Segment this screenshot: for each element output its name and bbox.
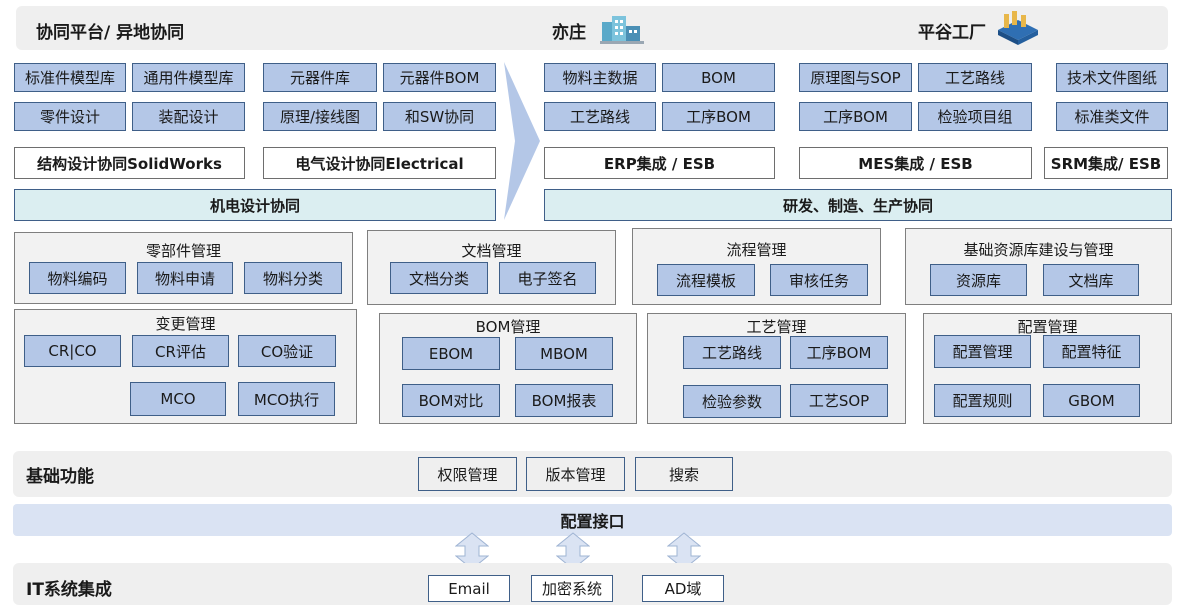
flow-item: 流程模板 <box>657 264 755 296</box>
flow-arrow-icon <box>503 62 541 220</box>
erp-item: 物料主数据 <box>544 63 656 92</box>
site-pinggu-label: 平谷工厂 <box>918 23 986 43</box>
process-item: 检验参数 <box>683 385 781 418</box>
group-title: 配置管理 <box>1017 318 1078 336</box>
config-item: 配置管理 <box>934 335 1031 368</box>
mech-item: 零件设计 <box>14 102 126 131</box>
mes-item: 原理图与SOP <box>799 63 912 92</box>
bom-item: MBOM <box>515 337 613 370</box>
mes-item: 工艺路线 <box>918 63 1032 92</box>
group-title: 工艺管理 <box>746 318 807 336</box>
search: 搜索 <box>635 457 733 491</box>
mech-item: 通用件模型库 <box>132 63 245 92</box>
permission-management: 权限管理 <box>418 457 517 491</box>
process-item: 工艺SOP <box>790 384 888 417</box>
group-title: 文档管理 <box>461 242 522 260</box>
config-item: 配置规则 <box>934 384 1031 417</box>
parts-item: 物料申请 <box>137 262 233 294</box>
docs-item: 文档分类 <box>390 262 488 294</box>
change-item: MCO <box>130 382 226 416</box>
erp-item: 工序BOM <box>662 102 775 131</box>
elec-item: 和SW协同 <box>383 102 496 131</box>
mech-elec-collab: 机电设计协同 <box>14 189 496 221</box>
change-item: CO验证 <box>238 335 336 367</box>
docs-item: 电子签名 <box>499 262 596 294</box>
change-item: CR|CO <box>24 335 121 367</box>
platform-title: 协同平台/ 异地协同 <box>36 23 185 43</box>
mes-item: 检验项目组 <box>918 102 1032 131</box>
encryption-system: 加密系统 <box>531 575 613 602</box>
srm-item: 标准类文件 <box>1056 102 1168 131</box>
srm-item: 技术文件图纸 <box>1056 63 1168 92</box>
resource-item: 文档库 <box>1043 264 1139 296</box>
group-title: BOM管理 <box>475 318 541 336</box>
parts-item: 物料分类 <box>244 262 342 294</box>
electrical-collab: 电气设计协同Electrical <box>263 147 496 179</box>
flow-item: 审核任务 <box>770 264 868 296</box>
group-title: 基础资源库建设与管理 <box>963 241 1114 259</box>
bom-item: BOM报表 <box>515 384 613 417</box>
process-item: 工艺路线 <box>683 336 781 369</box>
base-functions-title: 基础功能 <box>26 467 94 487</box>
process-item: 工序BOM <box>790 336 888 369</box>
header-band <box>16 6 1168 50</box>
group-title: 流程管理 <box>726 241 787 259</box>
elec-item: 元器件BOM <box>383 63 496 92</box>
site-yizhuang-label: 亦庄 <box>552 23 586 43</box>
it-integration-title: IT系统集成 <box>26 580 112 600</box>
mes-item: 工序BOM <box>799 102 912 131</box>
rd-manufacturing-collab: 研发、制造、生产协同 <box>544 189 1172 221</box>
ad-domain: AD域 <box>642 575 724 602</box>
parts-item: 物料编码 <box>29 262 126 294</box>
erp-integration: ERP集成 / ESB <box>544 147 775 179</box>
solidworks-collab: 结构设计协同SolidWorks <box>14 147 245 179</box>
erp-item: BOM <box>662 63 775 92</box>
resource-item: 资源库 <box>930 264 1027 296</box>
group-title: 变更管理 <box>155 315 216 333</box>
srm-integration: SRM集成/ ESB <box>1044 147 1168 179</box>
config-interface-bar: 配置接口 <box>13 504 1172 536</box>
elec-item: 元器件库 <box>263 63 377 92</box>
config-item: GBOM <box>1043 384 1140 417</box>
bom-item: BOM对比 <box>402 384 500 417</box>
mes-integration: MES集成 / ESB <box>799 147 1032 179</box>
mech-item: 装配设计 <box>132 102 245 131</box>
config-item: 配置特征 <box>1043 335 1140 368</box>
email-system: Email <box>428 575 510 602</box>
erp-item: 工艺路线 <box>544 102 656 131</box>
change-item: MCO执行 <box>238 382 335 416</box>
building-icon <box>600 12 644 44</box>
factory-icon <box>994 10 1042 46</box>
elec-item: 原理/接线图 <box>263 102 377 131</box>
change-item: CR评估 <box>132 335 229 367</box>
group-title: 零部件管理 <box>145 242 221 260</box>
bom-item: EBOM <box>402 337 500 370</box>
mech-item: 标准件模型库 <box>14 63 126 92</box>
version-management: 版本管理 <box>526 457 625 491</box>
